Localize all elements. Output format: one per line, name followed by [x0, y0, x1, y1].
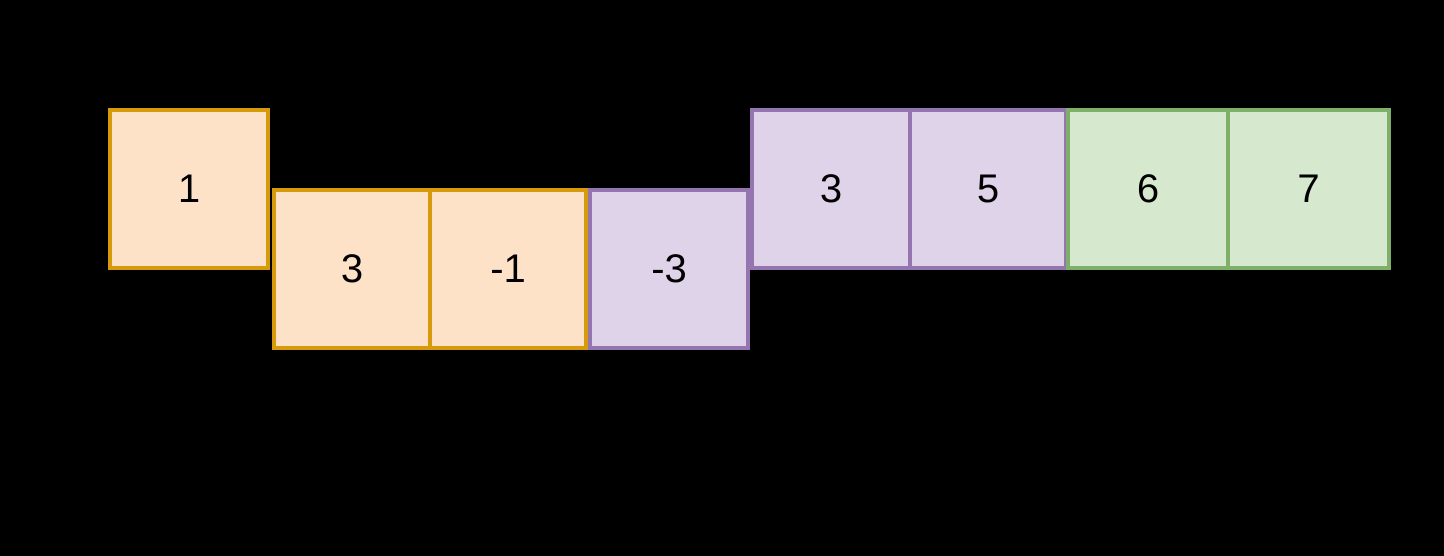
array-cell-value: -1 — [490, 247, 526, 291]
array-cell-value: 7 — [1297, 167, 1320, 211]
array-cell-value: -3 — [651, 247, 687, 291]
array-cell-top-0[interactable]: 1 — [108, 108, 270, 270]
array-cell-value: 5 — [976, 167, 1000, 211]
array-cell-top-1[interactable]: 3 — [750, 108, 910, 270]
array-cell-bot-2[interactable]: -3 — [588, 188, 750, 350]
array-cell-value: 6 — [1136, 167, 1160, 211]
array-cell-bot-0[interactable]: 3 — [272, 188, 430, 350]
array-cell-value: 3 — [819, 167, 843, 211]
array-cell-value: 3 — [340, 247, 364, 291]
array-cell-top-3[interactable]: 6 — [1066, 108, 1228, 270]
array-cell-top-2[interactable]: 5 — [910, 108, 1068, 270]
array-cell-top-4[interactable]: 7 — [1228, 108, 1391, 270]
array-cell-bot-1[interactable]: -1 — [430, 188, 588, 350]
array-cell-value: 1 — [177, 167, 201, 211]
